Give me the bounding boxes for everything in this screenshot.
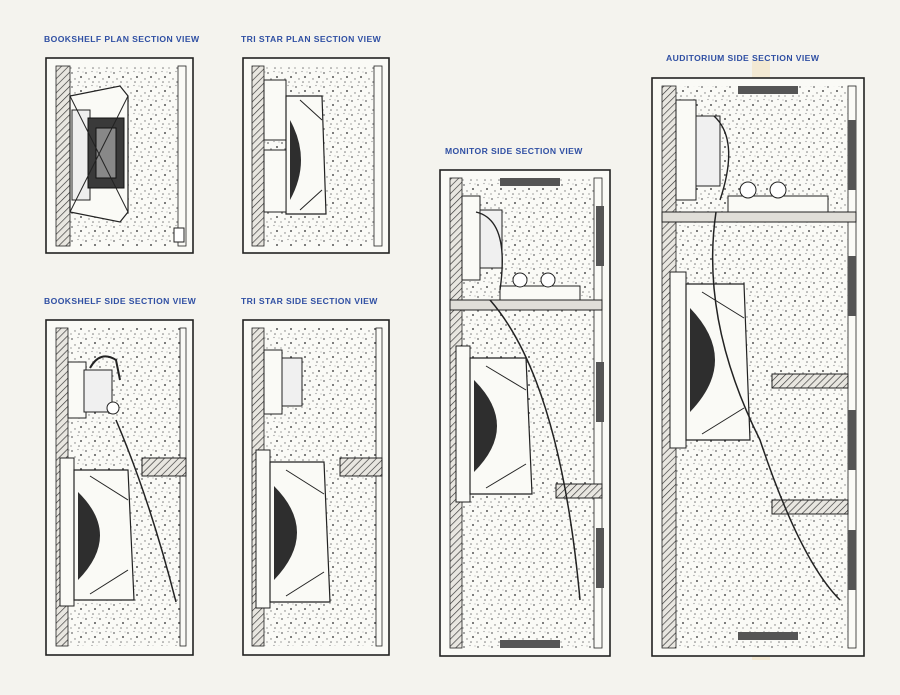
monitor-side-woofer	[455, 345, 533, 503]
monitor-side-tweeter	[461, 195, 503, 281]
tristar-side-cabinet	[242, 319, 390, 656]
tristar-side-tweeter	[263, 349, 303, 415]
tristar-plan-driver	[263, 79, 327, 215]
tristar-plan-label: TRI STAR PLAN SECTION VIEW	[241, 34, 382, 44]
bookshelf-side-label: BOOKSHELF SIDE SECTION VIEW	[44, 296, 197, 306]
auditorium-side-tweeter	[675, 99, 721, 201]
auditorium-side-cabinet	[651, 77, 865, 657]
bookshelf-side-tweeter	[67, 355, 121, 419]
monitor-side-cabinet	[439, 169, 611, 657]
auditorium-side-crossover	[727, 181, 829, 213]
tristar-side-woofer	[255, 449, 331, 609]
monitor-side-crossover	[499, 272, 581, 301]
auditorium-side-label: AUDITORIUM SIDE SECTION VIEW	[666, 53, 820, 63]
bookshelf-plan-cabinet	[45, 57, 194, 254]
bookshelf-side-woofer	[59, 457, 135, 607]
tristar-plan-cabinet	[242, 57, 390, 254]
bookshelf-plan-label: BOOKSHELF PLAN SECTION VIEW	[44, 34, 200, 44]
bookshelf-side-cabinet	[45, 319, 194, 656]
tristar-side-label: TRI STAR SIDE SECTION VIEW	[241, 296, 378, 306]
bookshelf-plan-driver	[69, 85, 129, 223]
monitor-side-label: MONITOR SIDE SECTION VIEW	[445, 146, 583, 156]
auditorium-side-woofer	[669, 271, 751, 449]
